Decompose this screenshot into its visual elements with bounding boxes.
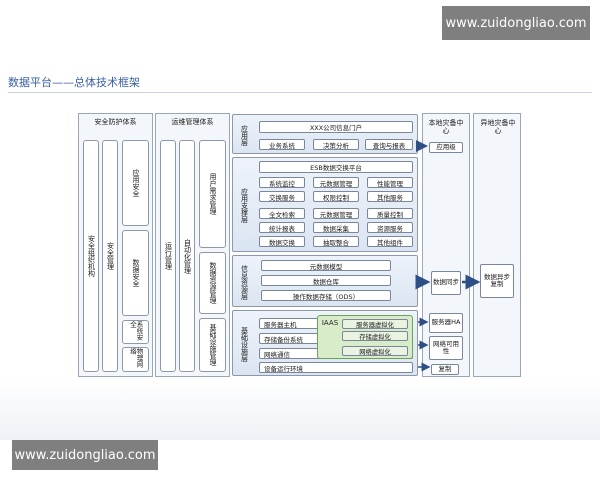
remote-dr-panel: 异地灾备中心 数据异步复制	[473, 113, 521, 377]
app-layer-label: 应用层	[240, 124, 249, 146]
support-cell: 质量控制	[367, 208, 413, 219]
support-layer: 应用支撑层 ESB数据交换平台 系统监控 元数据管理 性能管理 交换服务 权限控…	[232, 157, 418, 252]
info-layer: 信息资源层 元数据模型 数据仓库 操作数据存储（ODS）	[232, 255, 418, 307]
app-box-report: 查询与报表	[365, 139, 413, 150]
iaas-group: IAAS 服务器虚拟化 存储虚拟化 网络虚拟化	[317, 315, 413, 359]
ops-auto-column: 自动化管理	[179, 140, 195, 372]
watermark-top: www.zuidongliao.com	[442, 6, 590, 40]
dr-async-replication-box: 数据异步复制	[480, 264, 514, 298]
virt-network-box: 网络虚拟化	[342, 346, 408, 356]
security-mgmt-column: 安全管理	[102, 140, 118, 372]
support-cell: 其他组件	[367, 236, 413, 247]
dr-app-level-box: 应用级	[429, 142, 463, 153]
dr-server-ha-box: 服务器HA	[429, 313, 463, 333]
support-cell: 抽取整合	[313, 236, 359, 247]
virt-storage-box: 存储虚拟化	[342, 331, 408, 341]
security-item-physical: 物理网络	[122, 347, 149, 372]
local-dr-title: 本地灾备中心	[428, 119, 464, 135]
infra-box-env: 设备运行环境	[259, 362, 413, 373]
support-cell: 数据交换	[259, 236, 305, 247]
support-cell: 统计报表	[259, 222, 305, 233]
support-cell: 系统监控	[259, 177, 305, 188]
support-layer-label: 应用支撑层	[240, 188, 249, 223]
remote-dr-title: 异地灾备中心	[480, 119, 516, 135]
iaas-label: IAAS	[321, 319, 339, 328]
portal-box: XXX公司信息门户	[259, 121, 413, 133]
infra-layer: 基础设施层 服务器主机 存储备份系统 网络通信 设备运行环境 IAAS 服务器虚…	[232, 310, 418, 376]
info-box-ods: 操作数据存储（ODS）	[261, 290, 391, 301]
dr-data-sync-box: 数据同步	[431, 271, 461, 295]
support-cell: 性能管理	[367, 177, 413, 188]
esb-box: ESB数据交换平台	[259, 161, 413, 173]
ops-title: 运维管理体系	[171, 118, 214, 127]
watermark-bottom: www.zuidongliao.com	[12, 440, 158, 470]
ops-item-data-resource: 数据资源管理	[199, 252, 226, 314]
support-cell: 其他服务	[367, 191, 413, 202]
info-layer-label: 信息资源层	[240, 264, 249, 300]
support-cell: 全文检索	[259, 208, 305, 219]
support-cell: 元数据管理	[313, 208, 359, 219]
support-cell: 交换服务	[259, 191, 305, 202]
security-item-data: 数据安全	[122, 230, 149, 316]
app-box-decision: 决策分析	[313, 139, 359, 150]
local-dr-panel: 本地灾备中心 应用级 数据同步 服务器HA 网络可用性 复制	[422, 113, 470, 377]
security-org-column: 安全组织机构	[83, 140, 99, 372]
support-cell: 数据采集	[313, 222, 359, 233]
virt-server-box: 服务器虚拟化	[342, 319, 408, 329]
security-item-app: 应用安全	[122, 140, 149, 226]
security-title: 安全防护体系	[94, 118, 137, 127]
title-divider	[8, 92, 592, 93]
security-item-system: 系统安全	[122, 320, 149, 344]
support-cell: 权限控制	[313, 191, 359, 202]
ops-item-user-demand: 用户需求管理	[199, 140, 226, 248]
ops-item-infra: 基础设施管理	[199, 318, 226, 372]
support-cell: 资源服务	[367, 222, 413, 233]
dr-replication-box: 复制	[431, 364, 459, 375]
app-box-business: 业务系统	[259, 139, 305, 150]
dr-network-availability-box: 网络可用性	[429, 336, 463, 360]
ops-panel: 运维管理体系 运行管理 自动化管理 用户需求管理 数据资源管理 基础设施管理	[155, 113, 230, 377]
info-box-metadata: 元数据模型	[261, 260, 391, 271]
support-cell: 元数据管理	[313, 177, 359, 188]
infra-layer-label: 基础设施层	[240, 326, 249, 362]
security-panel: 安全防护体系 安全组织机构 安全管理 应用安全 数据安全 系统安全 物理网络	[78, 113, 153, 377]
app-layer: 应用层 XXX公司信息门户 业务系统 决策分析 查询与报表	[232, 114, 418, 154]
floor-background	[0, 380, 600, 440]
ops-run-column: 运行管理	[160, 140, 176, 372]
slide-title: 数据平台——总体技术框架	[8, 76, 140, 89]
info-box-warehouse: 数据仓库	[261, 275, 391, 286]
